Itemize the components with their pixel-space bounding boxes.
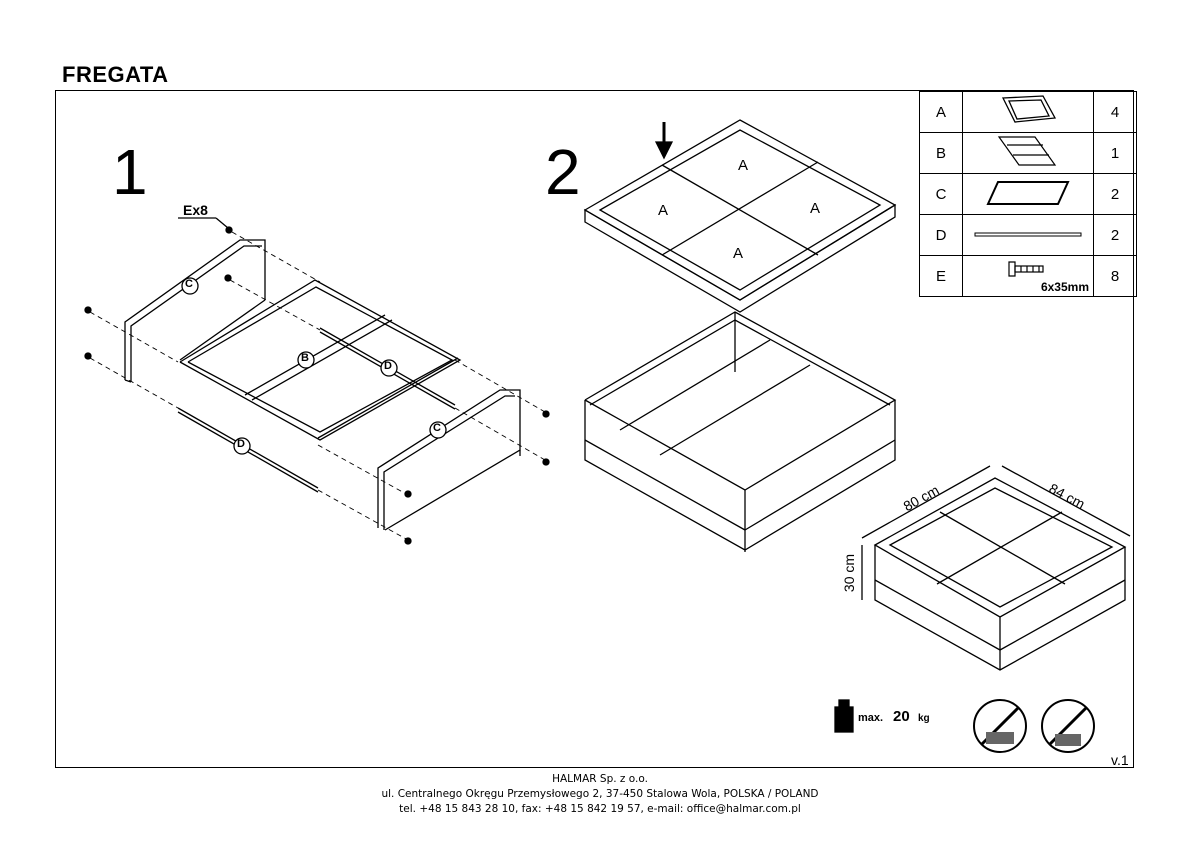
instruction-frame: [55, 90, 1134, 768]
footer-address: ul. Centralnego Okręgu Przemysłowego 2, …: [381, 788, 819, 800]
part-code: B: [919, 132, 963, 174]
tray-label-left: A: [658, 202, 669, 219]
label-c-left: C: [185, 278, 193, 290]
tray-label-bottom: A: [733, 245, 744, 262]
step-number-2: 2: [545, 136, 581, 208]
center-frame-icon: [962, 132, 1094, 174]
version-label: v.1: [1111, 752, 1129, 768]
parts-row-b: B 1: [919, 132, 1137, 174]
part-code: D: [919, 214, 963, 256]
screw-icon: 6x35mm: [962, 255, 1094, 297]
tray-label-top: A: [738, 157, 749, 174]
label-d-middle: D: [384, 360, 392, 372]
part-quantity: 2: [1093, 214, 1137, 256]
side-frame-icon: [962, 173, 1094, 215]
footer-company: HALMAR Sp. z o.o.: [552, 773, 648, 785]
part-quantity: 1: [1093, 132, 1137, 174]
parts-list-table: A 4 B 1 C 2 D 2 E 6x35mm 8: [919, 91, 1137, 297]
dimension-height: 30 cm: [841, 553, 858, 593]
label-c-right: C: [433, 422, 441, 434]
parts-row-e: E 6x35mm 8: [919, 255, 1137, 297]
max-load-weight-icon: [834, 699, 854, 733]
part-code: E: [919, 255, 963, 297]
part-code: C: [919, 173, 963, 215]
screw-size-label: 6x35mm: [1040, 280, 1089, 294]
screw-callout: Ex8: [183, 202, 208, 218]
part-quantity: 8: [1093, 255, 1137, 297]
no-climb-warning-icon: [973, 699, 1027, 753]
tray-panel-icon: [962, 91, 1094, 133]
footer: HALMAR Sp. z o.o. ul. Centralnego Okręgu…: [0, 772, 1200, 817]
max-load-value: 20: [893, 708, 910, 725]
bar-icon: [962, 214, 1094, 256]
step-number-1: 1: [112, 136, 148, 208]
part-code: A: [919, 91, 963, 133]
part-quantity: 2: [1093, 173, 1137, 215]
document-title: FREGATA: [62, 62, 169, 87]
no-stand-warning-icon: [1041, 699, 1095, 753]
max-load-unit: kg: [918, 713, 930, 724]
part-quantity: 4: [1093, 91, 1137, 133]
parts-row-c: C 2: [919, 173, 1137, 215]
tray-label-right: A: [810, 200, 821, 217]
finished-table: [861, 465, 1131, 671]
step2-assembly: [583, 119, 897, 552]
parts-row-a: A 4: [919, 91, 1137, 133]
parts-row-d: D 2: [919, 214, 1137, 256]
label-d-lower: D: [237, 438, 245, 450]
label-b: B: [301, 352, 309, 364]
step1-exploded-frame: [84, 217, 550, 545]
max-load-label: max.: [858, 712, 884, 724]
footer-contact: tel. +48 15 843 28 10, fax: +48 15 842 1…: [399, 803, 801, 815]
